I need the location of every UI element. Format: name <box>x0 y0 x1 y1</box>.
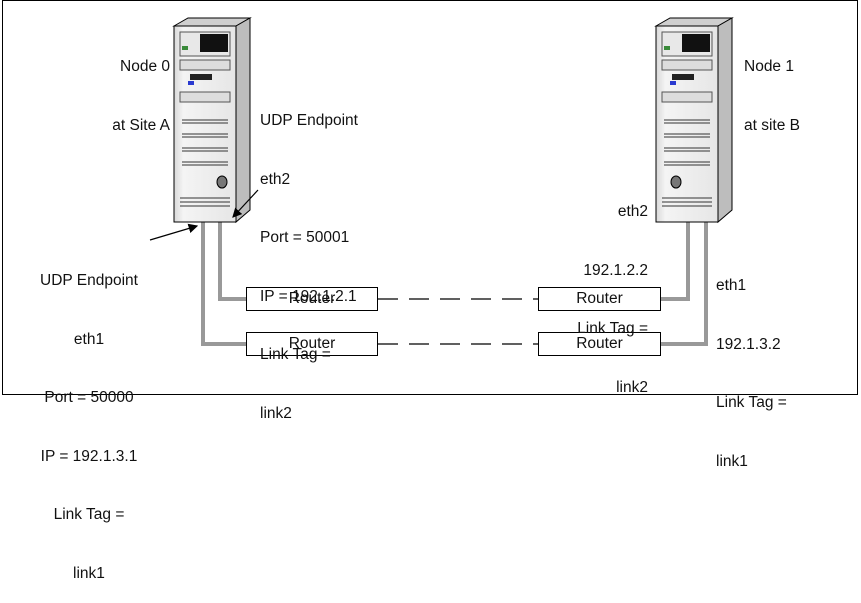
node0-name: Node 0 <box>120 58 170 75</box>
endpoint-tag-label: Link Tag = <box>53 506 125 523</box>
endpoint-tag: link2 <box>260 404 292 422</box>
arrow-eth2-pointer <box>232 189 259 218</box>
diagram-canvas <box>149 17 734 346</box>
endpoint-tag-label: Link Tag = <box>260 346 331 363</box>
node0-eth2-endpoint-label: UDP Endpoint eth2 Port = 50001 IP = 192.… <box>260 72 358 443</box>
link-node0-eth2 <box>218 222 246 301</box>
arrow-eth1-pointer <box>149 223 199 241</box>
endpoint-ip: 192.1.3.2 <box>716 335 781 353</box>
endpoint-ip: IP = 192.1.2.1 <box>260 287 357 305</box>
endpoint-tag: link2 <box>616 378 648 396</box>
endpoint-tag: link1 <box>716 452 748 470</box>
endpoint-ip: IP = 192.1.3.1 <box>40 447 138 465</box>
endpoint-tag-label: Link Tag = <box>716 394 787 411</box>
link-node1-eth1 <box>661 222 708 346</box>
router-right-top: Router <box>538 287 661 311</box>
diagram-frame <box>2 0 858 395</box>
endpoint-iface: eth1 <box>716 277 747 294</box>
endpoint-ip: 192.1.2.2 <box>583 261 648 279</box>
node1-site: at site B <box>744 116 800 134</box>
link-node1-eth2 <box>661 222 690 301</box>
server-node0 <box>172 17 252 224</box>
node0-site: at Site A <box>112 116 170 134</box>
endpoint-port: Port = 50000 <box>44 389 134 406</box>
wan-links <box>378 298 538 345</box>
node1-label: Node 1 at site B <box>744 18 800 155</box>
router-left-top: Router <box>246 287 378 311</box>
endpoint-iface: eth2 <box>617 203 648 220</box>
link-node0-eth1 <box>201 222 246 346</box>
endpoint-port: Port = 50001 <box>260 229 350 246</box>
node1-eth1-label: eth1 192.1.3.2 Link Tag = link1 <box>716 237 787 491</box>
endpoint-title: UDP Endpoint <box>40 272 138 289</box>
endpoint-tag: link1 <box>73 564 105 582</box>
endpoint-title: UDP Endpoint <box>260 112 358 129</box>
node1-name: Node 1 <box>744 58 794 75</box>
endpoint-iface: eth1 <box>73 330 105 348</box>
endpoint-tag-label: Link Tag = <box>577 320 648 337</box>
server-node1 <box>654 17 734 224</box>
router-right-bottom: Router <box>538 332 661 356</box>
node0-eth1-endpoint-label: UDP Endpoint eth1 Port = 50000 IP = 192.… <box>8 232 170 603</box>
endpoint-iface: eth2 <box>260 170 291 188</box>
network-links <box>201 222 708 346</box>
node0-label: Node 0 at Site A <box>112 18 170 155</box>
node1-eth2-label: eth2 192.1.2.2 Link Tag = link2 <box>577 163 648 417</box>
router-left-bottom: Router <box>246 332 378 356</box>
